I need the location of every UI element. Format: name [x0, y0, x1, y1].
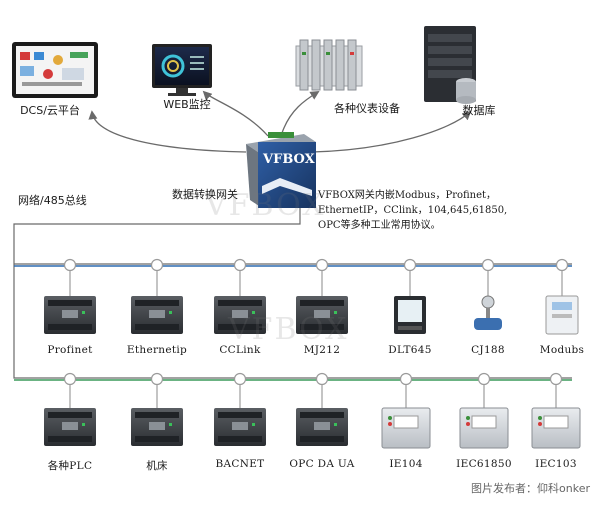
row2-bus-node — [477, 372, 491, 386]
row2-device-label: IE104 — [389, 458, 423, 470]
row1-bus-node — [233, 258, 247, 272]
database-server — [424, 26, 476, 104]
row1-bus-node — [481, 258, 495, 272]
web-monitor-label: WEB监控 — [163, 98, 211, 111]
row1-bus-node — [555, 258, 569, 272]
row2-bus-node — [315, 372, 329, 386]
row2-device-3 — [214, 372, 266, 446]
row2-device-label: OPC DA UA — [289, 458, 355, 470]
row2-bus-node — [63, 372, 77, 386]
row1-bus-node — [150, 258, 164, 272]
row1-devices — [44, 258, 579, 335]
row2-device-2 — [131, 372, 183, 446]
row2-device-5 — [381, 372, 431, 449]
row2-device-label: IEC61850 — [456, 458, 512, 470]
web-monitor-screen — [152, 44, 212, 96]
row2-bus-node — [399, 372, 413, 386]
row1-device-3 — [214, 258, 266, 334]
watermark-top: VFBOX — [205, 188, 326, 223]
bus-label: 网络/485总线 — [18, 194, 87, 207]
row2-devices — [44, 372, 581, 449]
row1-device-7 — [545, 258, 579, 335]
row1-device-2 — [131, 258, 183, 334]
vfbox-gateway-device — [246, 132, 316, 208]
row1-device-4 — [296, 258, 348, 334]
row2-bus-node — [233, 372, 247, 386]
instruments-label: 各种仪表设备 — [334, 102, 400, 115]
database-label: 数据库 — [462, 104, 496, 117]
row1-device-5 — [394, 258, 426, 334]
row2-device-6 — [459, 372, 509, 449]
row2-bus-node — [150, 372, 164, 386]
row1-device-label: CCLink — [219, 344, 261, 356]
gateway-brand: VFBOX — [263, 152, 315, 167]
row2-device-label: IEC103 — [535, 458, 577, 470]
row2-device-label: 机床 — [146, 460, 168, 472]
row1-bus-node — [403, 258, 417, 272]
instrument-rack — [295, 39, 363, 91]
row1-device-label: Modubs — [539, 344, 585, 356]
row1-device-label: Profinet — [47, 344, 93, 356]
row1-device-1 — [44, 258, 96, 334]
image-credit: 图片发布者：仰科onker — [471, 482, 590, 495]
dcs-cloud-label: DCS/云平台 — [20, 104, 80, 117]
dcs-cloud-monitor — [12, 42, 98, 98]
gateway-label: 数据转换网关 — [172, 188, 238, 201]
row1-device-label: DLT645 — [388, 344, 432, 356]
watermark-middle: VFBOX — [228, 312, 349, 347]
row2-device-label: 各种PLC — [47, 460, 93, 472]
row2-device-1 — [44, 372, 96, 446]
connection-arrows — [88, 90, 472, 153]
row2-device-7 — [531, 372, 581, 449]
row1-device-6 — [474, 258, 502, 330]
row2-device-label: BACNET — [215, 458, 265, 470]
row2-bus-node — [549, 372, 563, 386]
row1-bus-node — [63, 258, 77, 272]
row2-device-4 — [296, 372, 348, 446]
row1-device-label: CJ188 — [471, 344, 505, 356]
row1-device-label: Ethernetip — [126, 344, 188, 356]
row1-device-label: MJ212 — [303, 344, 341, 356]
row1-bus-node — [315, 258, 329, 272]
gateway-description: VFBOX网关内嵌Modbus，Profinet， EthernetIP，CCl… — [318, 190, 508, 231]
